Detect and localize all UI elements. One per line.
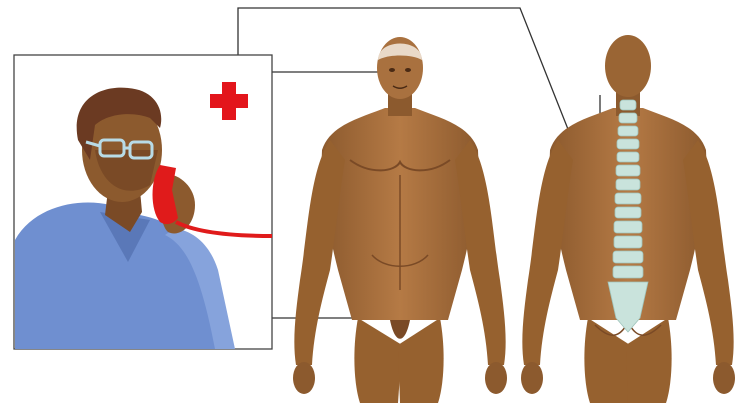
body-front bbox=[293, 37, 507, 403]
back-head bbox=[605, 35, 651, 97]
caller-panel bbox=[14, 55, 272, 349]
